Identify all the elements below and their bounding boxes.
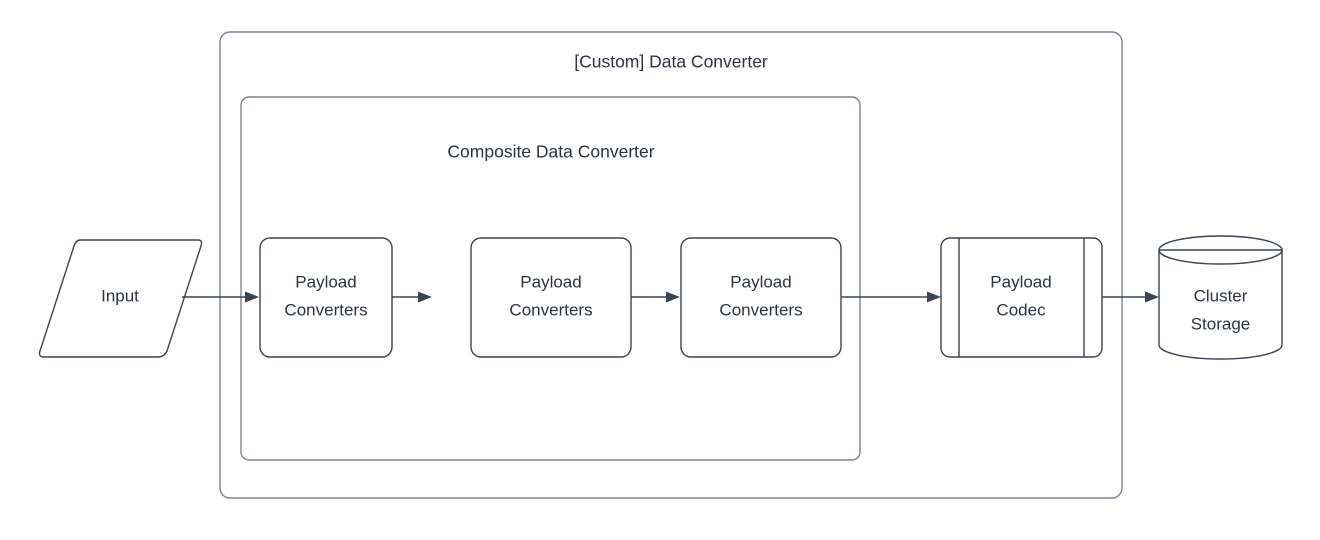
payload-converters-2-label-line1: Payload xyxy=(520,272,581,291)
edge-input-to-pc1 xyxy=(182,291,259,303)
input-parallelogram-shape xyxy=(38,239,203,358)
node-input[interactable]: Input xyxy=(38,239,203,358)
payload-codec-label-line2: Codec xyxy=(996,300,1046,319)
cluster-storage-top-ellipse xyxy=(1158,235,1283,265)
node-payload-converters-1[interactable]: Payload Converters xyxy=(259,237,393,358)
custom-data-converter-label: [Custom] Data Converter xyxy=(574,52,768,72)
edge-pc3-to-codec xyxy=(841,291,941,303)
cluster-storage-label-line1: Cluster xyxy=(1194,286,1248,305)
edge-pc1-to-pc2-arrowhead xyxy=(418,291,432,303)
edge-codec-to-storage-arrowhead xyxy=(1145,291,1159,303)
payload-converters-3-label-line2: Converters xyxy=(719,300,802,319)
edge-pc1-to-pc2 xyxy=(392,291,432,303)
payload-converters-3-label-line1: Payload xyxy=(730,272,791,291)
edge-codec-to-storage xyxy=(1102,291,1159,303)
composite-data-converter-label: Composite Data Converter xyxy=(447,142,654,162)
payload-converters-1-label-line1: Payload xyxy=(295,272,356,291)
payload-converters-1-label-line2: Converters xyxy=(284,300,367,319)
cluster-storage-body xyxy=(1158,249,1283,360)
input-label: Input xyxy=(101,286,139,305)
payload-converters-2-label-line2: Converters xyxy=(509,300,592,319)
edge-pc2-to-pc3 xyxy=(631,291,680,303)
composite-data-converter-container[interactable] xyxy=(240,96,861,461)
payload-codec-label-line1: Payload xyxy=(990,272,1051,291)
cluster-storage-label-line2: Storage xyxy=(1191,314,1251,333)
edge-pc2-to-pc3-arrowhead xyxy=(666,291,680,303)
node-cluster-storage[interactable]: Cluster Storage xyxy=(1158,235,1283,360)
edge-input-to-pc1-arrowhead xyxy=(245,291,259,303)
edge-pc3-to-codec-arrowhead xyxy=(927,291,941,303)
